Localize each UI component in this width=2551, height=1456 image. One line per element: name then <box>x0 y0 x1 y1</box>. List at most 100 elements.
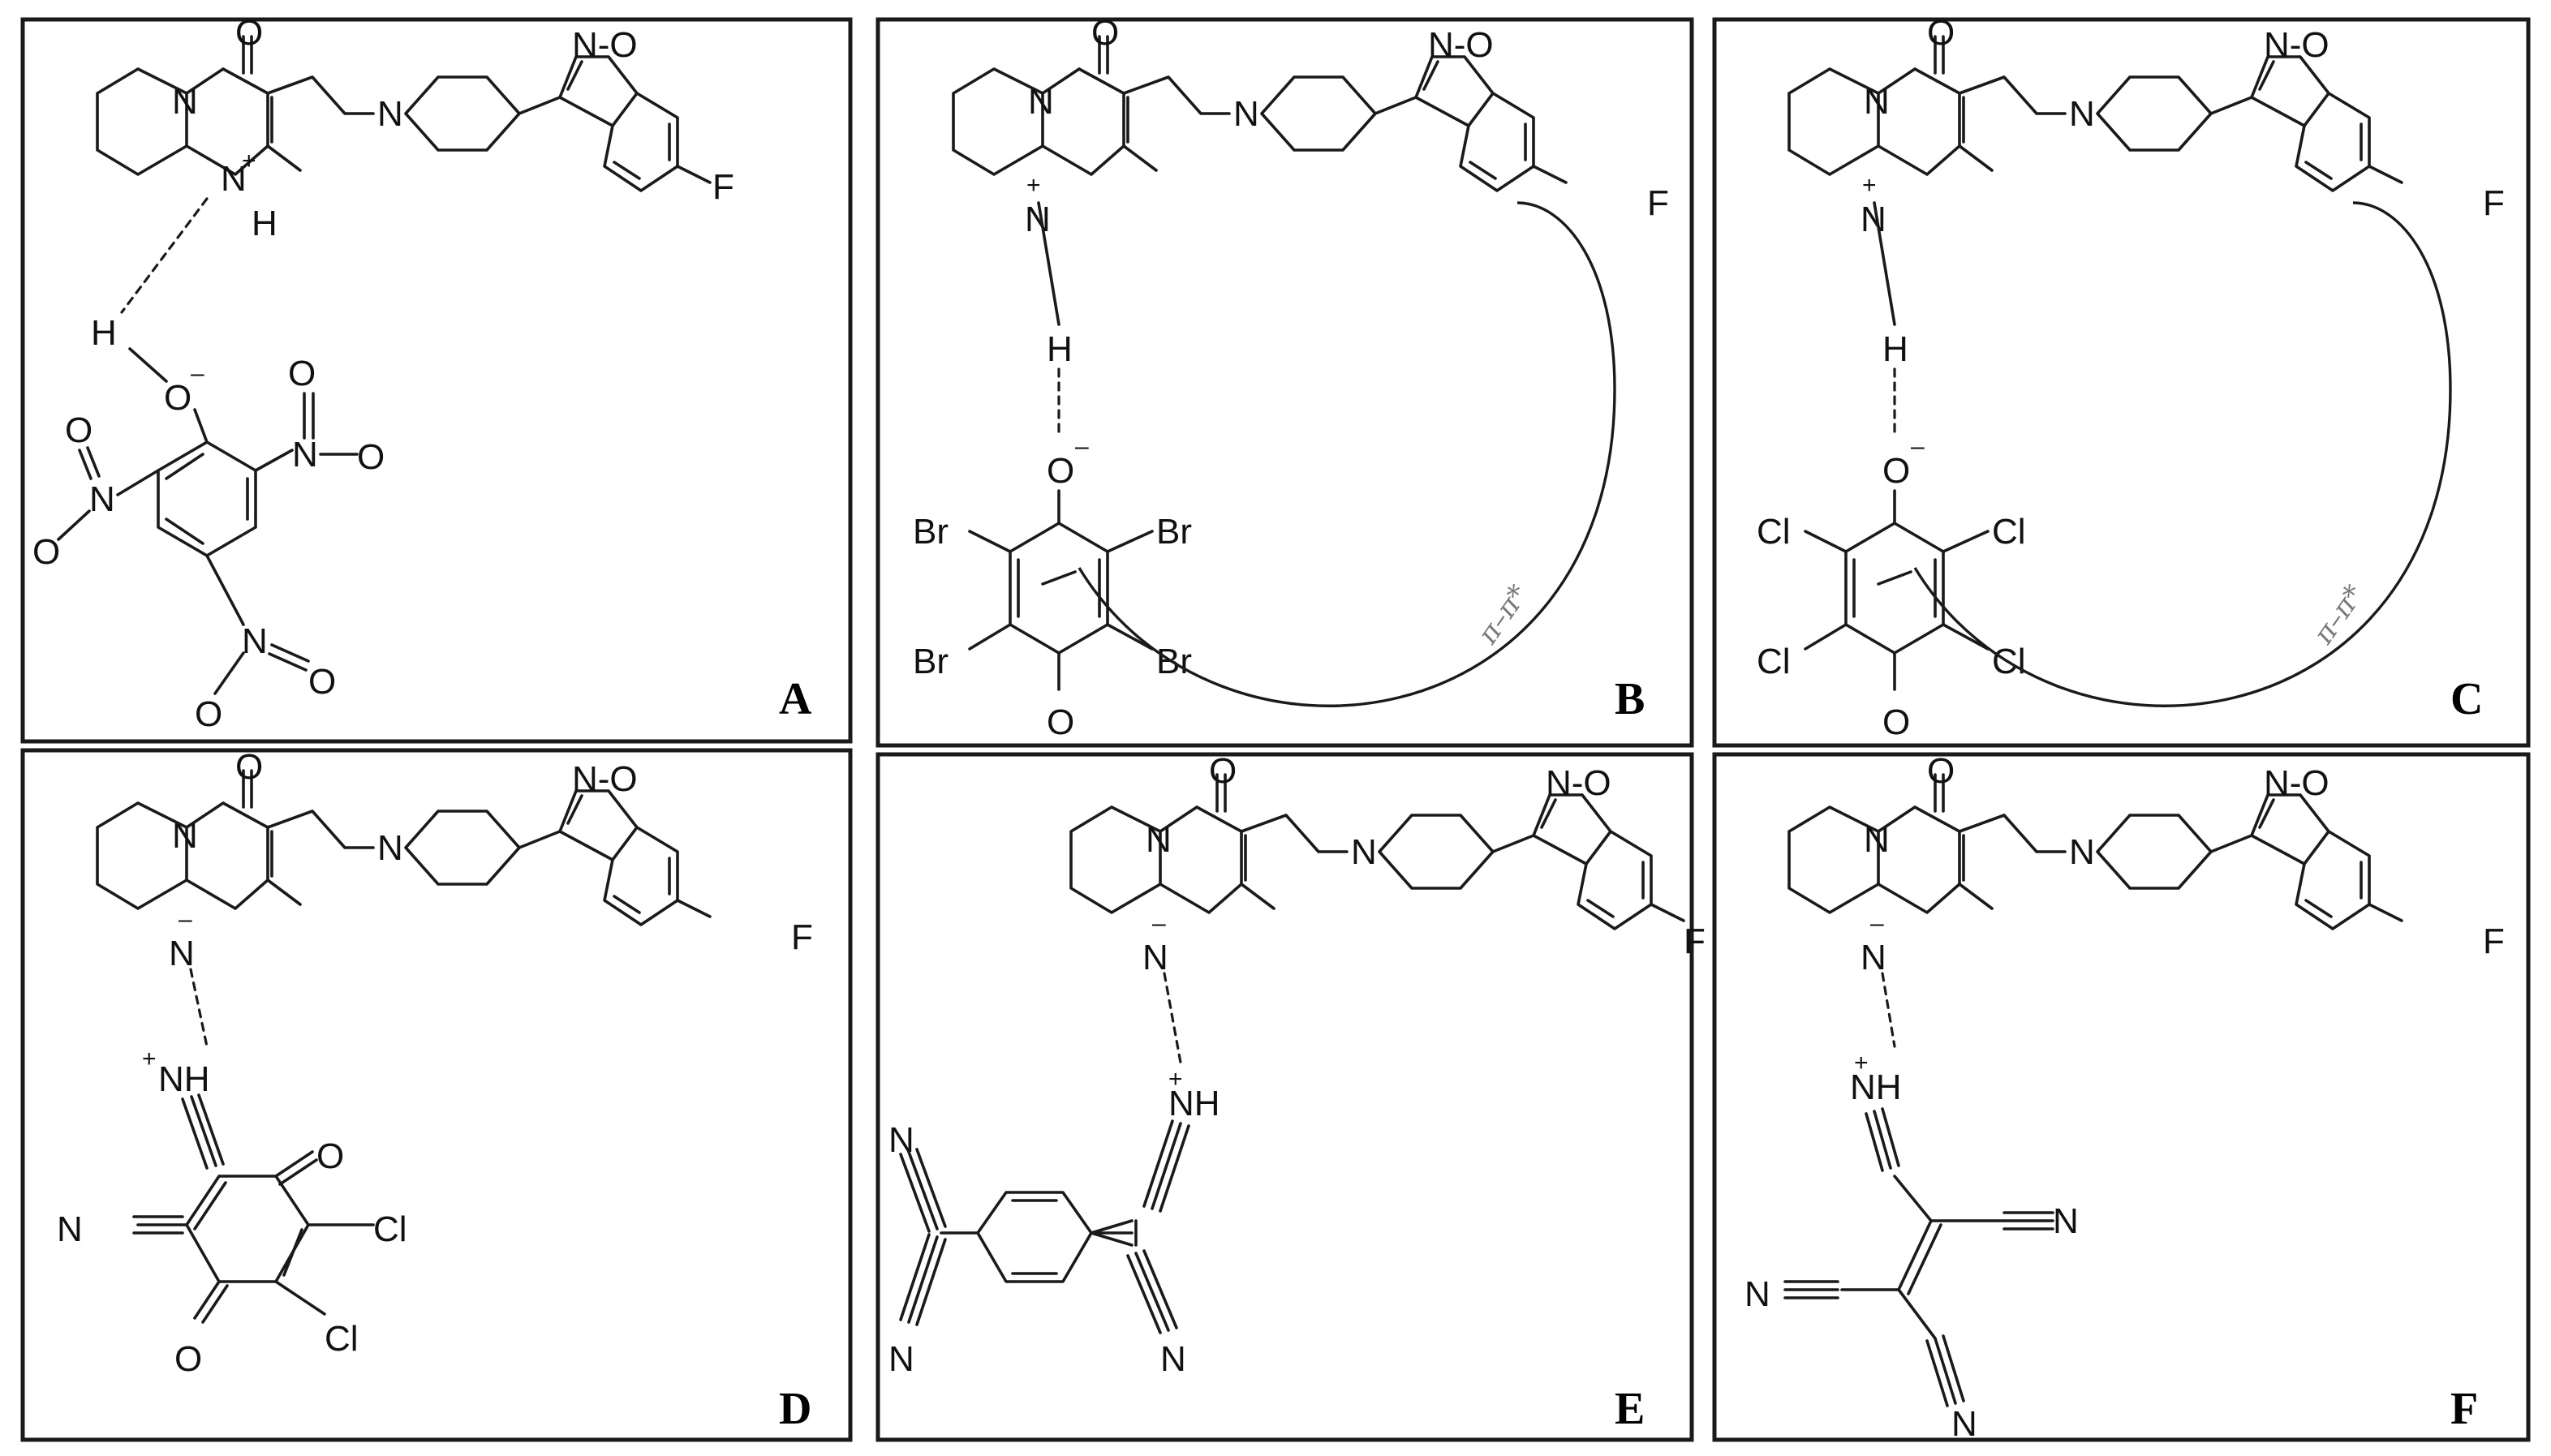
panel-d-n2: N <box>169 934 195 973</box>
panel-c-cl1: Cl <box>1757 512 1791 552</box>
panel-f-cn-n1: N <box>2053 1201 2079 1241</box>
panel-d-n1: N <box>172 816 198 856</box>
panel-c-n1: N <box>1864 82 1890 122</box>
panel-a-nitro2-o: O <box>32 532 60 572</box>
panel-b-o-top: O <box>1047 451 1074 491</box>
panel-b-pip-n: N <box>1233 94 1259 134</box>
panel-c-f: F <box>2483 183 2505 223</box>
panel-b-carbonyl-o: O <box>1091 13 1119 53</box>
panel-a-n2: N <box>221 159 247 199</box>
panel-e-carbonyl-o: O <box>1209 751 1237 791</box>
panel-f-n1: N <box>1864 820 1890 860</box>
panel-a-nitro1-o-top: O <box>288 354 316 393</box>
panel-d-cl2: Cl <box>325 1319 359 1359</box>
panel-e-frame <box>875 752 1694 1442</box>
panel-a-nitro3-n: N <box>242 621 268 661</box>
panel-a-nitro3-o1: O <box>195 694 222 734</box>
panel-a-hbond <box>120 197 209 314</box>
panel-a-picrate-ring <box>116 408 294 626</box>
panel-b-f: F <box>1647 183 1669 223</box>
panel-d-cl1: Cl <box>373 1209 407 1249</box>
panel-a-f: F <box>712 167 734 207</box>
panel-f-pip-n: N <box>2069 832 2095 872</box>
panel-d-hbond <box>189 968 209 1048</box>
panel-b-br2: Br <box>1156 512 1192 552</box>
panel-f-isoxazole-no: N-O <box>2264 763 2329 803</box>
panel-c-frame <box>1712 17 2531 748</box>
panel-d-pip-n: N <box>377 828 403 868</box>
panel-f-frame <box>1712 752 2531 1442</box>
panel-c: O N N + N N-O F H O – O Cl Cl Cl Cl <box>1712 13 2531 748</box>
panel-b-pi-arc <box>1078 201 1616 707</box>
panel-b-quinone-ring <box>968 489 1154 691</box>
panel-f-carbonyl-o: O <box>1927 751 1955 791</box>
panel-a-nitro1-n: N <box>292 435 318 475</box>
panel-a-pip-n: N <box>377 94 403 134</box>
panel-c-isoxazole-no: N-O <box>2264 25 2329 65</box>
panel-d-f: F <box>791 917 813 957</box>
panel-a-phenolate-o: O <box>164 378 191 418</box>
panel-a-nitro1-o: O <box>357 437 385 477</box>
panel-f-f: F <box>2483 921 2505 961</box>
panel-e-drug: O N N – N N-O F <box>1069 751 1706 977</box>
panel-c-h: H <box>1882 329 1908 369</box>
panel-a-nitro2-o-top: O <box>65 410 92 450</box>
panel-a-nitro3-o2: O <box>308 662 336 702</box>
panel-b-drug: O N N + N N-O F <box>952 13 1669 239</box>
panel-a-o-charge: – <box>191 360 204 387</box>
panel-f-cn-n2: N <box>1744 1274 1770 1314</box>
panel-e-hbond <box>1163 972 1182 1064</box>
panel-d-nh-charge: + <box>142 1046 157 1072</box>
panel-a: O N N + H N N-O F H O – O <box>20 13 853 744</box>
panel-a-ho-bond <box>128 347 168 383</box>
panel-c-cl2: Cl <box>1992 512 2026 552</box>
panel-f-tcne <box>1783 1107 2054 1407</box>
panel-a-isoxazole-no: N-O <box>572 25 638 65</box>
panel-c-cl3: Cl <box>1757 642 1791 681</box>
panel-e-cn-n1: N <box>888 1120 914 1160</box>
panel-e-n2: N <box>1142 938 1168 977</box>
panel-c-pi-label: π–π* <box>2307 579 2370 651</box>
panel-b-h: H <box>1047 329 1073 369</box>
panel-c-quinone-ring <box>1804 489 1990 691</box>
panel-b-o-charge: – <box>1075 433 1089 460</box>
panel-f: O N N – N N-O F + NH <box>1712 751 2531 1444</box>
panel-c-nh-bond <box>1873 201 1896 326</box>
panel-b-letter: B <box>1615 674 1645 724</box>
panel-d-carbonyl-o: O <box>235 747 263 787</box>
panel-c-o-charge: – <box>1911 433 1925 460</box>
panel-e-cn-n3: N <box>1160 1339 1186 1379</box>
panel-d-o-top: O <box>316 1136 344 1176</box>
panel-f-n2: N <box>1861 938 1886 977</box>
panel-f-nh: NH <box>1850 1067 1902 1107</box>
panel-d-drug: O N N – N N-O F <box>96 747 813 973</box>
panel-d-ddq-ring <box>132 1093 375 1324</box>
panel-f-letter: F <box>2450 1384 2478 1434</box>
panel-b-n2-charge: + <box>1026 172 1041 199</box>
panel-e-n2-charge: – <box>1152 910 1166 937</box>
panel-d-isoxazole-no: N-O <box>572 759 638 799</box>
panel-f-drug: O N N – N N-O F <box>1787 751 2505 977</box>
panel-a-carbonyl-o: O <box>235 13 263 53</box>
panel-e-nh: NH <box>1168 1084 1220 1123</box>
panel-f-n2-charge: – <box>1870 910 1884 937</box>
panel-d-nh: NH <box>158 1059 210 1099</box>
panel-b-pi-label: π–π* <box>1471 579 1534 651</box>
panel-d-cn-n: N <box>57 1209 83 1249</box>
panel-a-nitro2-n: N <box>89 479 115 519</box>
panel-c-carbonyl-o: O <box>1927 13 1955 53</box>
panel-e-n1: N <box>1146 820 1172 860</box>
panel-e-pip-n: N <box>1351 832 1377 872</box>
panel-a-n2-charge: + <box>242 148 256 174</box>
panel-c-n2-charge: + <box>1862 172 1877 199</box>
panel-c-pi-arc <box>1913 201 2452 707</box>
panel-a-frame <box>20 17 853 744</box>
panel-e: O N N – N N-O F + NH <box>875 751 1706 1442</box>
panel-b-n1: N <box>1028 82 1054 122</box>
panel-d-frame <box>20 748 853 1442</box>
panel-b-frame <box>875 17 1694 748</box>
panel-a-letter: A <box>779 674 812 724</box>
panel-c-pip-n: N <box>2069 94 2095 134</box>
panel-a-n1: N <box>172 82 198 122</box>
panel-b-nh-bond <box>1037 201 1060 326</box>
